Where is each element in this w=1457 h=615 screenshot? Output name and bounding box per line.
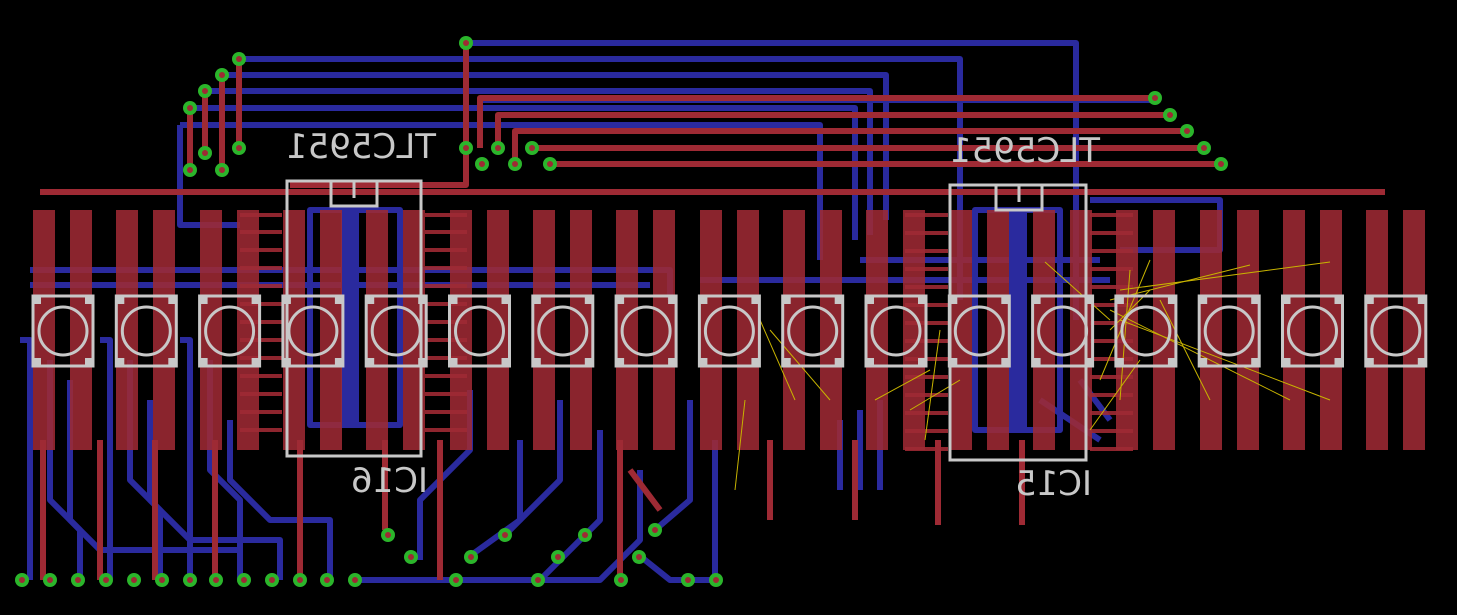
via-drill — [463, 40, 469, 46]
via-drill — [713, 577, 719, 583]
led-footprint — [1197, 294, 1261, 368]
led-footprint — [31, 294, 95, 368]
via-drill — [495, 145, 501, 151]
bottom-trace — [147, 400, 283, 580]
ic15-value-label: TLC5951 — [950, 131, 1101, 171]
top-trace — [495, 112, 1170, 148]
via-drill — [236, 56, 242, 62]
via-drill — [535, 577, 541, 583]
via-drill — [463, 145, 469, 151]
via-drill — [202, 150, 208, 156]
via-drill — [159, 577, 165, 583]
via-drill — [187, 167, 193, 173]
top-trace — [477, 95, 1155, 148]
top-copper-layer — [40, 43, 1385, 580]
via-drill — [529, 145, 535, 151]
led-footprint — [947, 294, 1011, 368]
via-drill — [236, 145, 242, 151]
bottom-trace — [205, 88, 873, 235]
led-footprint — [448, 294, 511, 368]
led-footprint — [781, 294, 845, 368]
top-trace — [627, 468, 663, 512]
ic16-value-label: TLC5951 — [286, 127, 437, 167]
led-footprint — [1031, 294, 1095, 368]
led-footprint — [614, 294, 678, 368]
led-footprint — [1281, 294, 1344, 368]
ic15-name-label: IC15 — [1015, 464, 1092, 504]
bottom-trace — [638, 553, 715, 583]
via-drill — [219, 167, 225, 173]
bottom-trace — [180, 337, 193, 580]
via-drill — [297, 577, 303, 583]
via-drill — [582, 532, 588, 538]
led-footprint — [531, 294, 595, 368]
via-drill — [408, 554, 414, 560]
via-drill — [555, 554, 561, 560]
via-drill — [652, 527, 658, 533]
via-drill — [352, 577, 358, 583]
via-drill — [1152, 95, 1158, 101]
via-drill — [324, 577, 330, 583]
top-trace — [512, 128, 1187, 164]
via-drill — [1184, 128, 1190, 134]
via-drill — [636, 554, 642, 560]
via-drill — [512, 161, 518, 167]
led-row — [31, 294, 1428, 368]
led-footprint — [1114, 294, 1178, 368]
bottom-trace — [20, 337, 33, 580]
led-footprint — [864, 294, 928, 368]
led-footprint — [281, 294, 345, 368]
bottom-trace — [190, 105, 858, 240]
led-pads-top — [33, 210, 1425, 450]
bottom-trace — [502, 400, 563, 538]
via-drill — [385, 532, 391, 538]
via-drill — [269, 577, 275, 583]
via-drill — [75, 577, 81, 583]
vias — [15, 36, 1228, 587]
bottom-trace — [100, 337, 113, 580]
top-trace — [290, 43, 469, 188]
via-drill — [213, 577, 219, 583]
bottom-trace — [653, 400, 693, 533]
via-drill — [187, 105, 193, 111]
airwires — [734, 259, 1331, 491]
bottom-trace — [227, 420, 333, 580]
via-drill — [453, 577, 459, 583]
via-drill — [219, 72, 225, 78]
via-drill — [479, 161, 485, 167]
via-drill — [685, 577, 691, 583]
led-footprint — [198, 294, 262, 368]
bottom-trace — [222, 72, 889, 220]
via-drill — [502, 532, 508, 538]
ic16-name-label: IC16 — [351, 461, 428, 501]
ic-pads — [240, 213, 1133, 451]
via-drill — [468, 554, 474, 560]
via-drill — [47, 577, 53, 583]
via-drill — [131, 577, 137, 583]
via-drill — [1167, 112, 1173, 118]
led-footprint — [114, 294, 178, 368]
via-drill — [1201, 145, 1207, 151]
led-footprint — [697, 294, 761, 368]
via-drill — [103, 577, 109, 583]
via-drill — [1218, 161, 1224, 167]
via-drill — [202, 88, 208, 94]
via-drill — [547, 161, 553, 167]
led-footprint — [1364, 294, 1428, 368]
led-footprint — [364, 294, 428, 368]
via-drill — [241, 577, 247, 583]
via-drill — [618, 577, 624, 583]
via-drill — [19, 577, 25, 583]
via-drill — [187, 577, 193, 583]
